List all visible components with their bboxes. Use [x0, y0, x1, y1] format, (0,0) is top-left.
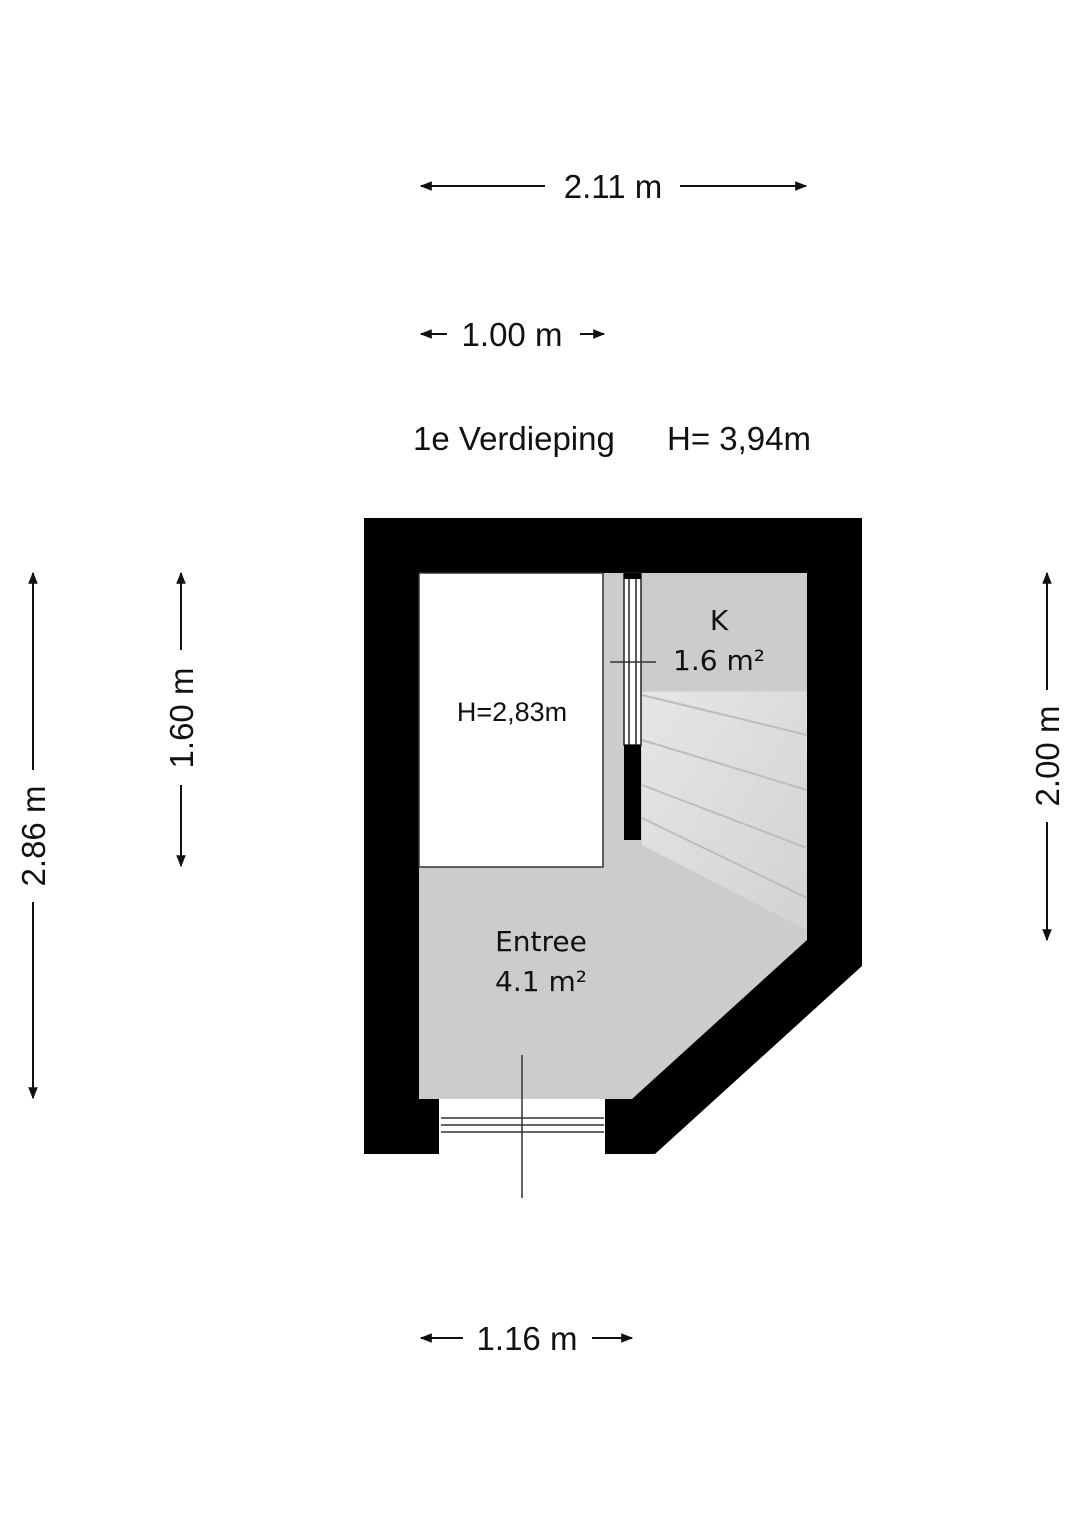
dim-right-label: 2.00 m — [1029, 706, 1066, 807]
staircase — [641, 691, 808, 930]
dim-bottom-label: 1.16 m — [477, 1320, 578, 1357]
room-k-name: K — [710, 604, 729, 637]
entrance-door — [439, 1055, 605, 1198]
dim-bottom: 1.16 m — [419, 1320, 634, 1357]
dim-left-outer: 2.86 m — [15, 571, 52, 1100]
railing — [610, 572, 656, 840]
dim-left-inner-label: 1.60 m — [163, 668, 200, 769]
room-entree-name: Entree — [495, 925, 587, 958]
room-k-area: 1.6 m² — [673, 644, 765, 677]
room-entree-area: 4.1 m² — [495, 965, 587, 998]
void-area — [418, 572, 604, 868]
dim-right: 2.00 m — [1029, 571, 1066, 942]
dim-top-partial-label: 1.00 m — [462, 316, 563, 353]
floor-name: 1e Verdieping — [413, 420, 615, 457]
dim-top-total-label: 2.11 m — [564, 168, 662, 205]
floor-height: H= 3,94m — [667, 420, 811, 457]
dim-top-partial: 1.00 m — [419, 316, 606, 353]
void-height: H=2,83m — [457, 697, 567, 727]
dim-top-total: 2.11 m — [419, 168, 808, 205]
dim-left-outer-label: 2.86 m — [15, 786, 52, 887]
dim-left-inner: 1.60 m — [163, 571, 200, 868]
